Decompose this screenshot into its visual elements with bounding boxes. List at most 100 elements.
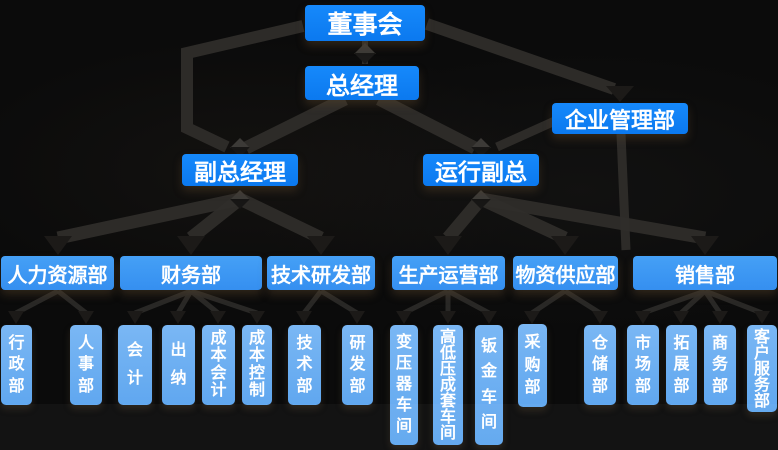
node-commerce-dept: 商务部 — [704, 325, 736, 405]
node-label: 财务部 — [161, 264, 221, 287]
node-hv-lv-switchgear-workshop: 高低压成套车间 — [433, 325, 463, 445]
node-transformer-workshop: 变压器车间 — [390, 325, 418, 445]
node-label: 副总经理 — [194, 159, 286, 185]
arrow-down-icon — [691, 236, 719, 255]
arrow-down-icon — [296, 311, 312, 324]
arrow-down-icon — [754, 311, 770, 324]
arrowhead-icons — [8, 86, 770, 324]
node-label: 人力资源部 — [7, 264, 108, 287]
connector-enterprise-ops — [495, 115, 559, 152]
arrow-down-icon — [249, 311, 265, 324]
arrow-down-icon — [354, 53, 376, 64]
node-label: 拓展部 — [673, 334, 690, 395]
node-deputy-general-manager: 副总经理 — [182, 154, 298, 186]
connector-enterprise-drop — [616, 133, 631, 251]
arrow-up-icon — [230, 190, 250, 200]
arrow-down-icon — [78, 311, 94, 324]
node-sheet-metal-workshop: 钣金车间 — [475, 325, 503, 445]
connector-board-deputy-elbow — [181, 20, 305, 153]
node-human-resources-dept: 人力资源部 — [1, 256, 114, 290]
node-label: 物资供应部 — [515, 264, 616, 287]
arrow-down-icon — [481, 311, 497, 324]
node-general-manager: 总经理 — [305, 66, 419, 100]
node-label: 出纳 — [170, 341, 187, 388]
node-accounting: 会计 — [118, 325, 152, 405]
node-production-operations-dept: 生产运营部 — [392, 256, 505, 290]
node-cost-accounting: 成本会计 — [202, 325, 235, 405]
node-cashier: 出纳 — [162, 325, 195, 405]
connector-board-enterprise — [425, 18, 616, 95]
node-label: 成本控制 — [248, 330, 265, 399]
node-label: 销售部 — [675, 264, 735, 287]
node-personnel-dept: 人事部 — [70, 325, 102, 405]
connector-gm-ops — [376, 93, 478, 154]
node-admin-dept: 行政部 — [1, 325, 32, 405]
node-label: 商务部 — [711, 334, 728, 395]
arrow-down-icon — [440, 311, 456, 324]
node-purchasing-dept: 采购部 — [518, 324, 547, 407]
node-label: 市场部 — [634, 334, 651, 395]
node-label: 董事会 — [327, 11, 403, 39]
node-label: 生产运营部 — [398, 264, 499, 287]
arrow-down-icon — [170, 311, 186, 324]
arrow-down-icon — [396, 311, 412, 324]
node-cost-control: 成本控制 — [242, 325, 272, 405]
node-expansion-dept: 拓展部 — [666, 325, 697, 405]
node-board-of-directors: 董事会 — [305, 5, 425, 41]
arrow-down-icon — [210, 311, 226, 324]
node-technology-dept: 技术部 — [288, 325, 321, 405]
diamond-arrow-icons — [230, 43, 491, 209]
arrow-down-icon — [127, 311, 143, 324]
node-label: 人事部 — [77, 334, 94, 395]
arrow-down-icon — [712, 311, 728, 324]
connector-ops-sales — [479, 192, 707, 245]
arrow-down-icon — [307, 236, 335, 255]
node-label: 技术研发部 — [271, 264, 371, 287]
arrow-down-icon — [471, 147, 491, 157]
arrow-down-icon — [635, 311, 651, 324]
arrow-down-icon — [230, 199, 250, 209]
arrow-down-icon — [434, 236, 462, 255]
sub-connector-lines — [14, 288, 763, 316]
connector-deputy-finance — [186, 193, 245, 244]
arrow-up-icon — [471, 138, 491, 148]
connector-gm-deputy — [243, 93, 348, 154]
node-enterprise-management-dept: 企业管理部 — [552, 103, 688, 134]
node-finance-dept: 财务部 — [120, 256, 262, 290]
arrow-down-icon — [230, 147, 250, 157]
node-label: 行政部 — [8, 334, 25, 395]
arrow-down-icon — [177, 236, 205, 255]
arrow-down-icon — [606, 86, 634, 102]
arrow-down-icon — [44, 236, 72, 255]
node-rd-dept: 研发部 — [342, 325, 373, 405]
node-label: 技术部 — [296, 334, 313, 395]
node-label: 高低压成套车间 — [439, 329, 456, 442]
arrow-down-icon — [8, 311, 24, 324]
node-tech-rd-dept: 技术研发部 — [267, 256, 375, 290]
connector-deputy-rd — [237, 193, 324, 244]
node-market-dept: 市场部 — [627, 325, 659, 405]
connector-deputy-hr — [56, 192, 242, 245]
node-label: 钣金车间 — [480, 338, 497, 431]
arrow-up-icon — [471, 190, 491, 200]
node-label: 运行副总 — [435, 159, 527, 185]
arrow-down-icon — [349, 311, 365, 324]
node-label: 会计 — [126, 341, 143, 388]
node-material-supply-dept: 物资供应部 — [513, 256, 618, 290]
arrow-up-icon — [230, 138, 250, 148]
arrow-down-icon — [471, 199, 491, 209]
node-label: 采购部 — [524, 334, 541, 396]
node-operations-deputy: 运行副总 — [423, 154, 539, 186]
node-customer-service-dept: 客户服务部 — [747, 325, 777, 412]
node-warehouse-dept: 仓储部 — [584, 325, 616, 405]
node-label: 企业管理部 — [564, 107, 675, 133]
node-label: 研发部 — [349, 334, 366, 395]
node-label: 总经理 — [326, 72, 398, 100]
node-label: 变压器车间 — [395, 334, 412, 435]
arrow-down-icon — [524, 311, 540, 324]
arrow-down-icon — [592, 311, 608, 324]
node-label: 成本会计 — [210, 330, 227, 399]
connector-lines — [56, 18, 707, 251]
